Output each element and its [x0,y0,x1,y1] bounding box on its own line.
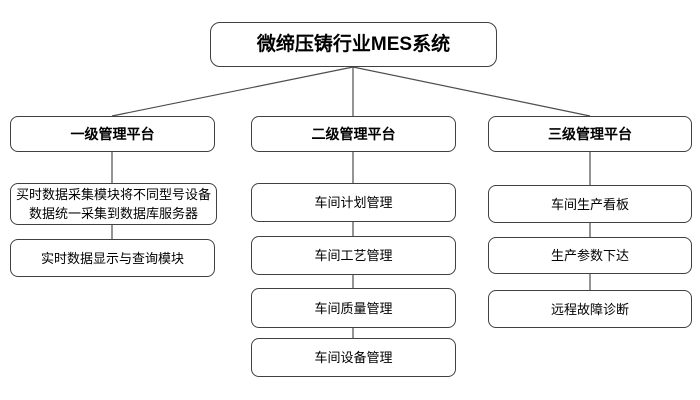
node-platform-level2: 二级管理平台 [251,116,456,152]
node-realtime-display-module: 实时数据显示与查询模块 [10,239,215,277]
node-data-collection-module: 买时数据采集模块将不同型号设备数据统一采集到数据库服务器 [10,183,217,225]
node-production-kanban: 车间生产看板 [488,185,692,223]
node-workshop-plan-mgmt: 车间计划管理 [251,183,456,222]
node-platform-level1: 一级管理平台 [10,116,215,152]
node-mes-system: 微缔压铸行业MES系统 [210,22,497,67]
node-workshop-process-mgmt: 车间工艺管理 [251,236,456,275]
node-remote-fault-diagnosis: 远程故障诊断 [488,290,692,328]
node-parameter-issue: 生产参数下达 [488,237,692,274]
node-platform-level3: 三级管理平台 [488,116,692,152]
node-workshop-quality-mgmt: 车间质量管理 [251,288,456,328]
node-workshop-equipment-mgmt: 车间设备管理 [251,338,456,377]
